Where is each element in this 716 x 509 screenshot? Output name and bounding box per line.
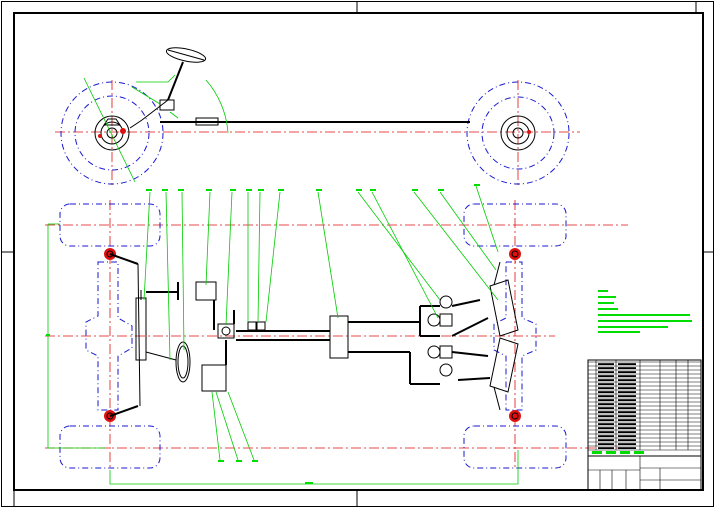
rear-axle xyxy=(489,248,537,422)
title-block-entry xyxy=(618,443,636,445)
air-tank xyxy=(329,315,349,359)
title-block-entry xyxy=(618,379,636,381)
title-block-entry xyxy=(618,411,636,413)
plan-view xyxy=(45,184,628,485)
title-block-entry xyxy=(598,371,614,373)
title-block-entry xyxy=(618,395,636,397)
title-block-entry xyxy=(598,395,614,397)
plan-view-leaders xyxy=(47,185,519,485)
title-block-entry xyxy=(618,383,636,385)
proportioning-valve xyxy=(247,321,266,331)
side-view-leaders xyxy=(131,74,229,134)
title-block-entry xyxy=(618,435,636,437)
title-block-entry xyxy=(618,367,636,369)
rear-wheel xyxy=(466,81,570,185)
title-block-entry xyxy=(618,447,636,449)
title-block-entry xyxy=(598,387,614,389)
front-right-tire xyxy=(59,425,161,469)
title-block-entry xyxy=(618,375,636,377)
title-block-entry xyxy=(618,431,636,433)
title-block-entry xyxy=(598,415,614,417)
front-left-tire xyxy=(59,203,161,247)
front-axle xyxy=(85,248,141,422)
balloon-markers xyxy=(46,184,480,484)
steering-column xyxy=(129,61,184,129)
title-block-entry xyxy=(618,387,636,389)
side-view xyxy=(55,47,580,185)
title-block-entry xyxy=(598,443,614,445)
title-block-entry xyxy=(598,375,614,377)
brake-chambers xyxy=(427,295,453,377)
title-block-entry xyxy=(618,439,636,441)
title-block-entry xyxy=(618,403,636,405)
title-block-entry xyxy=(618,391,636,393)
rear-right-tire xyxy=(463,425,567,469)
brake-lines xyxy=(146,282,491,385)
title-block-entry xyxy=(598,435,614,437)
brake-booster xyxy=(201,364,227,392)
title-block-entry xyxy=(598,427,614,429)
title-block-entry xyxy=(598,379,614,381)
title-block-entry xyxy=(618,423,636,425)
title-block-entry xyxy=(618,363,636,365)
front-wheel xyxy=(60,77,164,185)
title-block-entry xyxy=(598,439,614,441)
title-block-entry xyxy=(598,419,614,421)
title-block-entry xyxy=(598,399,614,401)
title-block-entry xyxy=(598,391,614,393)
title-block-entry xyxy=(598,431,614,433)
technical-notes xyxy=(598,290,692,333)
title-block-entry xyxy=(618,371,636,373)
title-block-entry xyxy=(598,407,614,409)
title-block-entry xyxy=(618,407,636,409)
title-block-entry xyxy=(598,383,614,385)
tie-rod xyxy=(160,117,470,126)
title-block-entry xyxy=(618,415,636,417)
title-block-entry xyxy=(598,403,614,405)
title-block-entry xyxy=(618,419,636,421)
sheet-inner-frame xyxy=(13,12,704,491)
title-block-entry xyxy=(598,447,614,449)
title-block-entry xyxy=(618,399,636,401)
title-block-entry xyxy=(598,423,614,425)
title-block-entry xyxy=(598,367,614,369)
title-block-entry xyxy=(598,411,614,413)
steering-wheel xyxy=(165,47,207,63)
title-block-entry xyxy=(618,427,636,429)
title-block xyxy=(587,359,702,491)
title-block-entry xyxy=(598,363,614,365)
steering-gear xyxy=(135,290,191,383)
